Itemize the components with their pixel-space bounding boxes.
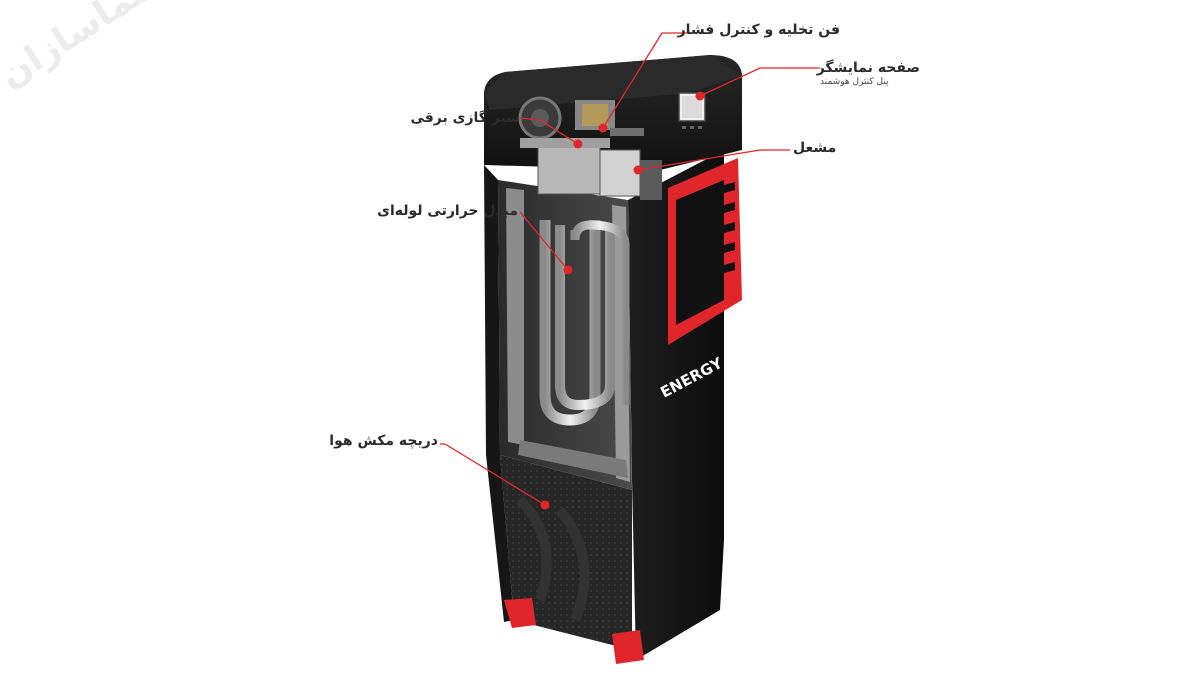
callout-label-fan: فن تخلیه و کنترل فشار (677, 22, 840, 38)
red-side-plate (668, 158, 742, 345)
callout-label-valve: شیر گازی برقی (410, 110, 520, 126)
display-sublabel: پنل کنترل هوشمند (820, 77, 889, 87)
callout-label-damper: دریچه مکش هوا (329, 433, 438, 449)
callout-lines (440, 32, 820, 506)
callout-dots (540, 91, 705, 510)
air-intake-grille (500, 455, 632, 650)
heat-exchanger-coils (539, 220, 630, 426)
callout-label-display: صفحه نمایشگر پنل کنترل هوشمند (816, 60, 920, 87)
red-feet (504, 598, 644, 664)
burner-assembly (518, 96, 662, 200)
display-label: صفحه نمایشگر (816, 60, 920, 76)
callout-label-exchanger: مبدل حرارتی لوله‌ای (377, 203, 518, 219)
display-panel (678, 92, 706, 129)
callout-label-burner: مشعل (793, 140, 837, 156)
front-body-edge (484, 165, 514, 622)
